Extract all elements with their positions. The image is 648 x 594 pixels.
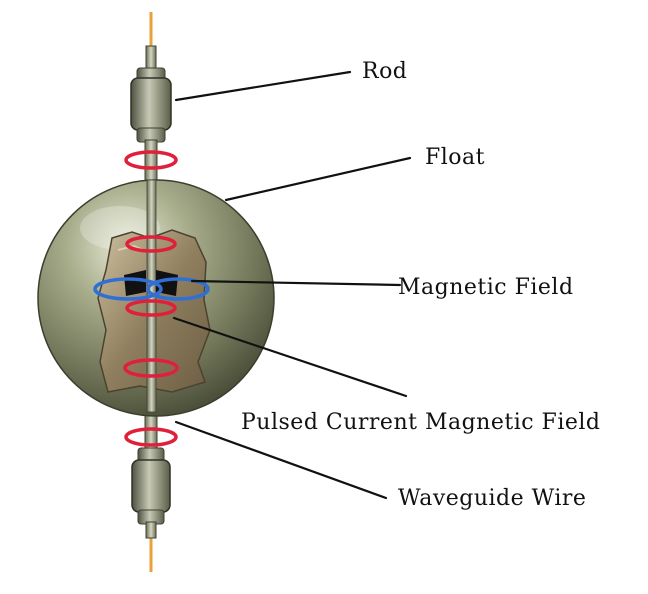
magnetic-field-ring-right (146, 277, 210, 301)
pulse-ring-bottom-outer (124, 427, 178, 447)
rod-top-fitting (130, 45, 172, 181)
leader-line-rod (174, 70, 352, 102)
magnetic-field-ring-left (93, 277, 163, 301)
label-pulsed-current-magnetic-field: Pulsed Current Magnetic Field (241, 410, 601, 435)
pulse-ring-top-outer (124, 150, 178, 170)
label-waveguide-wire: Waveguide Wire (398, 486, 587, 511)
label-float: Float (425, 145, 486, 170)
label-rod: Rod (362, 59, 408, 84)
leader-line-pulsed-current (172, 316, 408, 398)
leader-lines (172, 70, 412, 500)
float-magnet (124, 270, 178, 296)
pulse-ring-inner-bottom (123, 358, 179, 378)
pulse-ring-inner-middle (125, 299, 177, 317)
pulse-ring-inner-top (125, 235, 177, 253)
leader-line-magnetic-field (190, 279, 402, 287)
leader-line-float (224, 156, 412, 202)
label-magnetic-field: Magnetic Field (398, 275, 574, 300)
leader-line-waveguide-wire (174, 420, 388, 500)
